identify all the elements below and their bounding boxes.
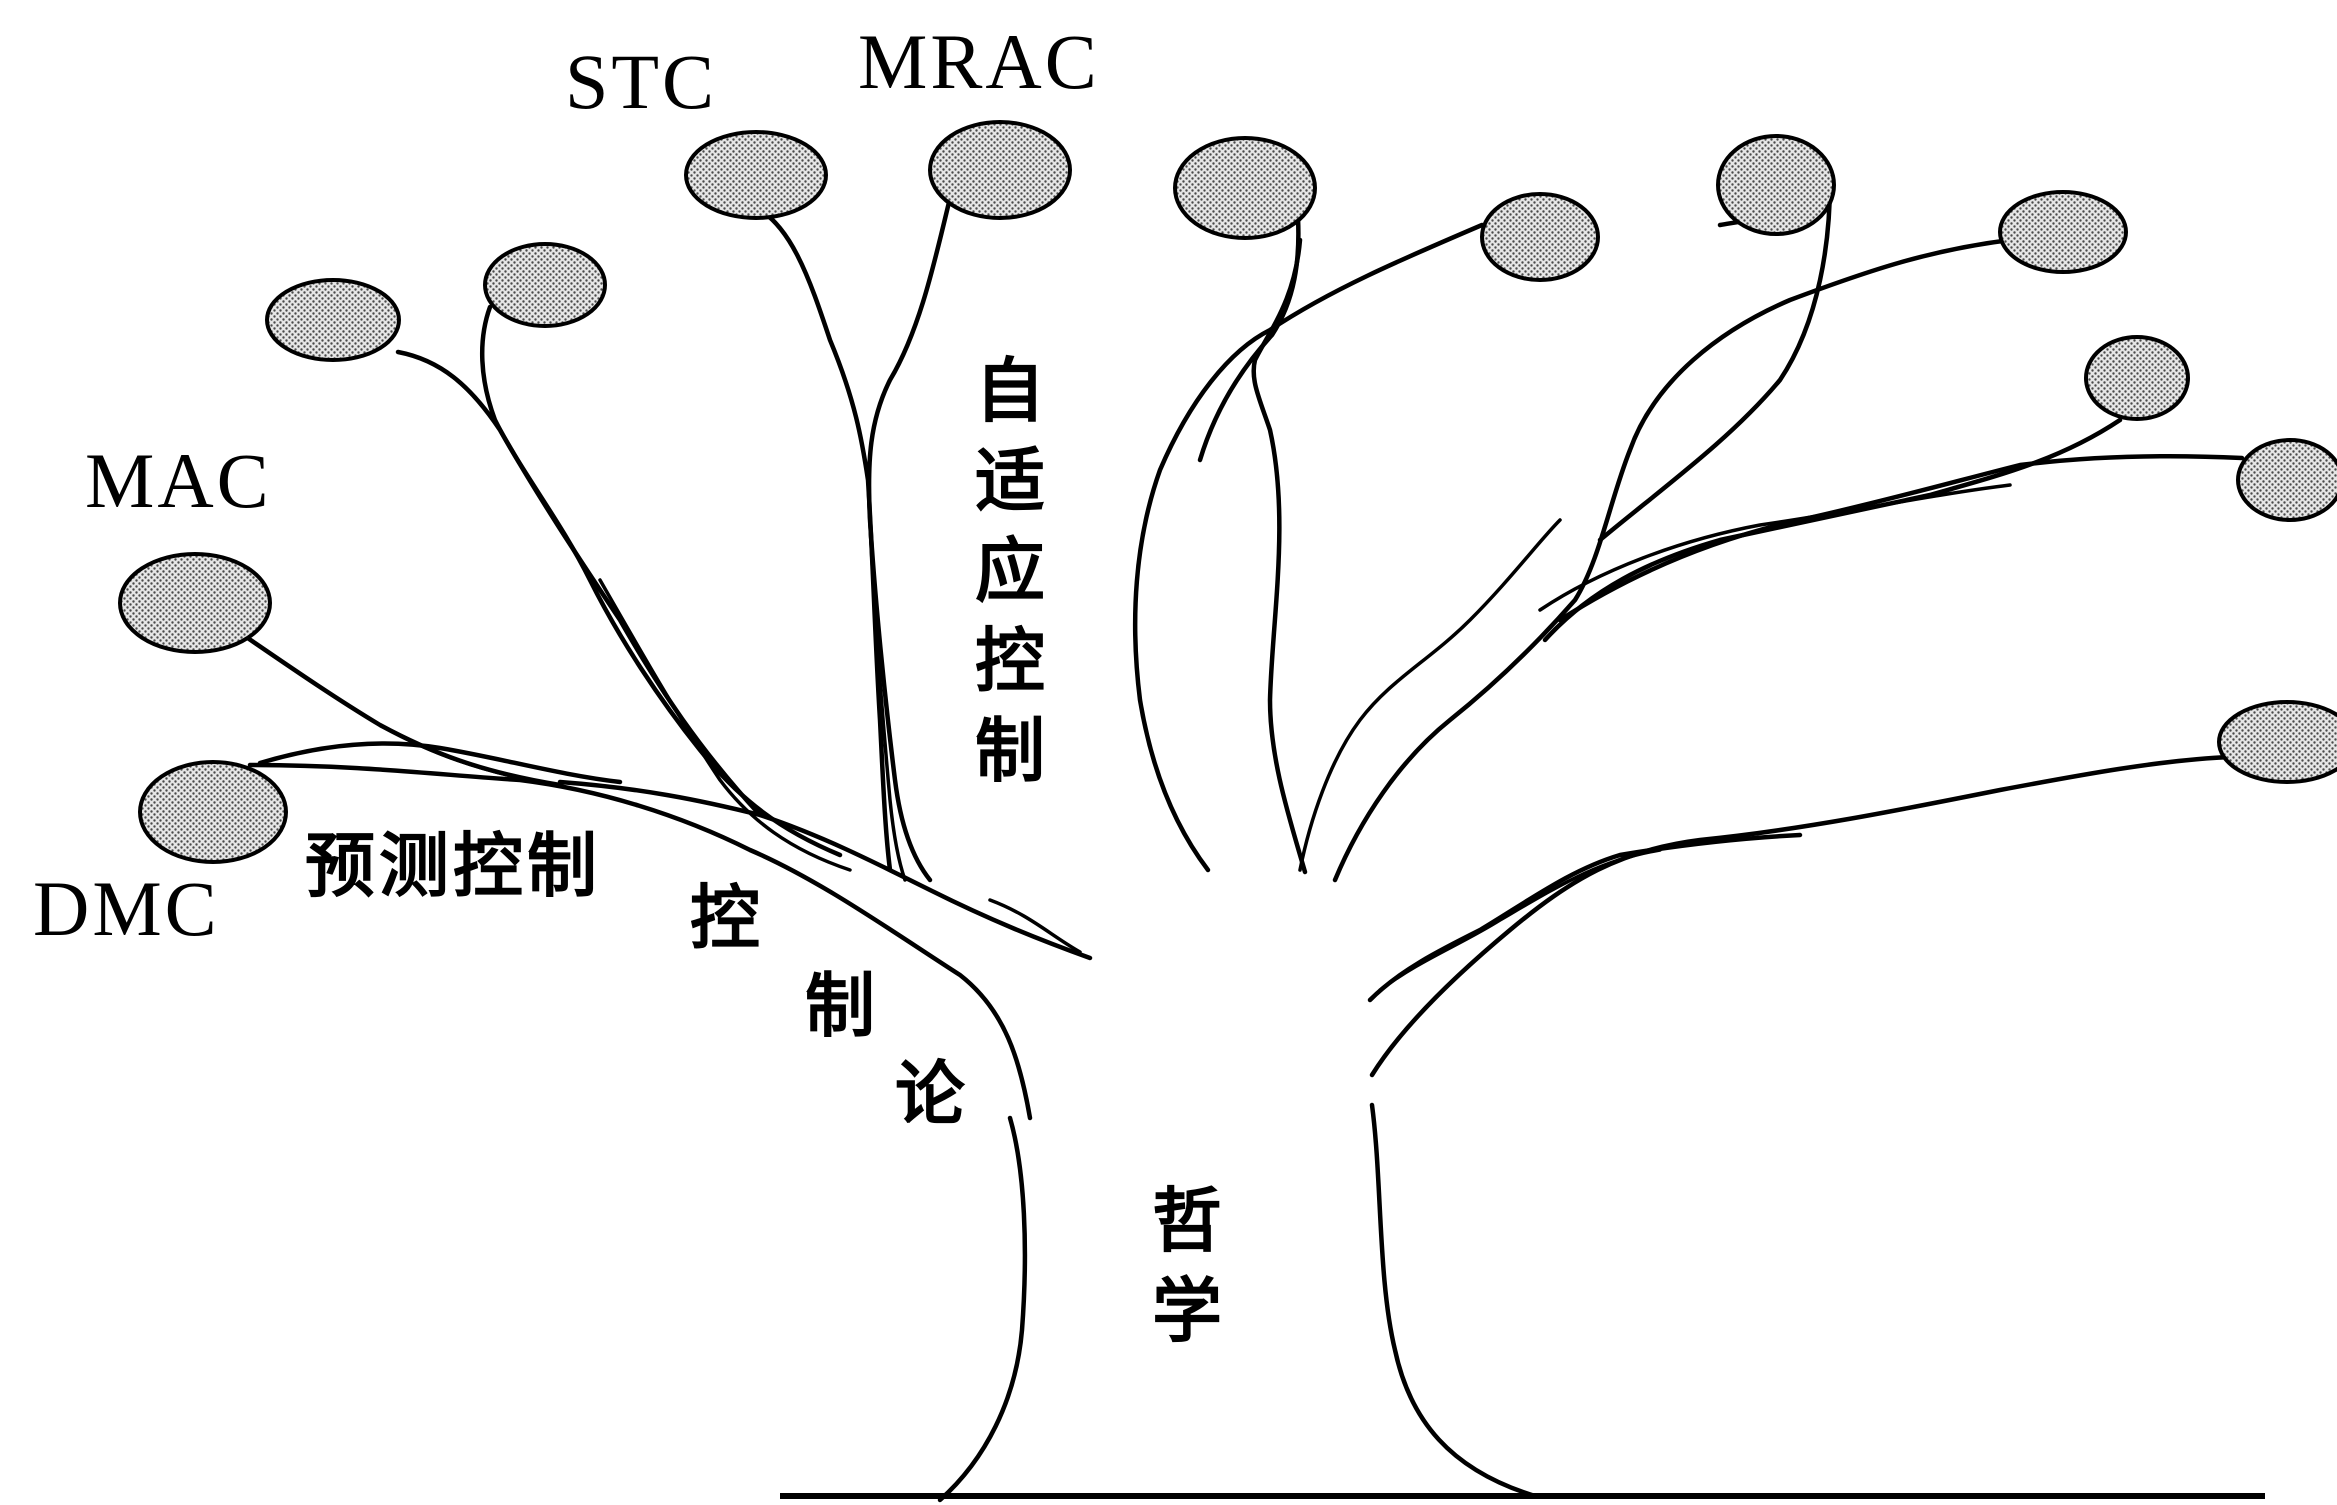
label-mrac: MRAC — [858, 18, 1100, 105]
label-adaptive-control-char-4: 控 — [975, 620, 1045, 702]
label-control-theory-char-1: 控 — [690, 877, 760, 959]
branch-upper-left — [395, 304, 852, 872]
label-adaptive-control-char-2: 适 — [975, 440, 1045, 522]
branch-adaptive-control — [747, 195, 953, 883]
label-control-theory-char-3: 论 — [895, 1053, 966, 1135]
branch-control-theory — [247, 762, 1093, 1121]
labels: STC MRAC MAC DMC 自 适 应 控 制 预测控制 控 制 论 哲 … — [33, 18, 1222, 1352]
label-mac: MAC — [85, 437, 272, 524]
branch-mac — [230, 625, 563, 788]
branch-dmc — [257, 741, 623, 785]
label-adaptive-control-char-1: 自 — [975, 350, 1045, 432]
leaf-right-c — [1716, 134, 1836, 236]
label-philosophy-char-2: 学 — [1152, 1270, 1222, 1352]
label-stc: STC — [565, 38, 717, 125]
leaf-right-b — [1480, 192, 1600, 282]
leaf-stc — [684, 130, 828, 220]
label-philosophy: 哲 学 — [1152, 1180, 1222, 1352]
leaf-right-f — [2236, 438, 2337, 522]
label-philosophy-char-1: 哲 — [1152, 1180, 1222, 1262]
leaf-right-g — [2217, 700, 2337, 784]
label-dmc: DMC — [33, 865, 220, 952]
leaf-mac — [118, 552, 272, 654]
label-adaptive-control-char-5: 制 — [975, 710, 1045, 792]
branch-right-lower — [1367, 754, 2233, 1078]
trunk — [937, 1102, 1538, 1503]
leaf-upper-left-b — [483, 242, 607, 328]
label-predictive-control: 预测控制 — [305, 825, 601, 907]
branch-right-upper — [1132, 215, 1562, 875]
branch-right-middle — [1332, 179, 2245, 883]
label-adaptive-control-char-3: 应 — [975, 530, 1045, 612]
label-control-theory: 控 制 论 — [690, 877, 966, 1135]
leaf-right-a — [1173, 136, 1317, 240]
leaf-mrac — [928, 120, 1072, 220]
leaf-upper-left-a — [265, 278, 401, 362]
leaf-nodes — [118, 120, 2337, 864]
leaf-right-e — [2084, 335, 2190, 421]
leaf-right-d — [1998, 190, 2128, 274]
label-control-theory-char-2: 制 — [805, 965, 875, 1047]
label-adaptive-control: 自 适 应 控 制 — [975, 350, 1045, 792]
leaf-dmc — [138, 760, 288, 864]
